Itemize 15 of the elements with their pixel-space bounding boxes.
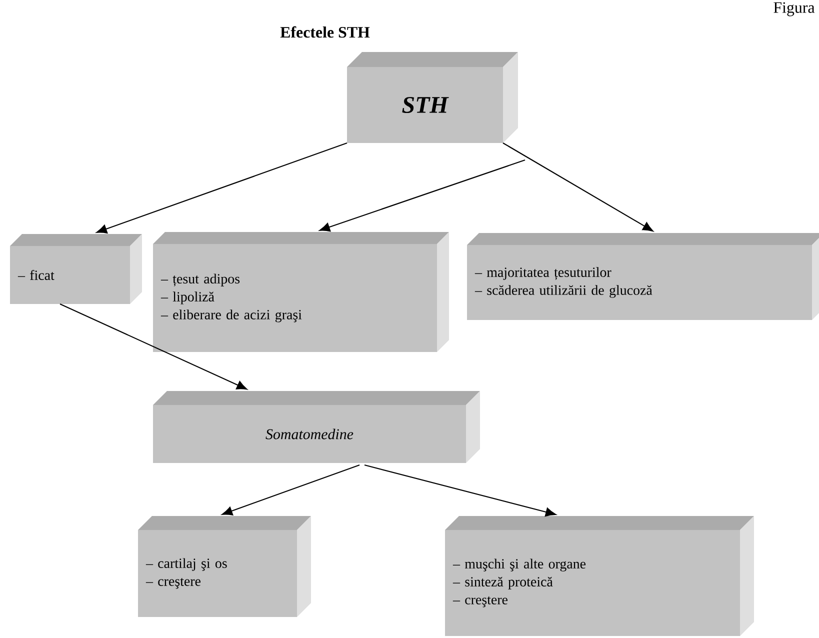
- process-box: STH: [347, 52, 518, 143]
- arrow: [96, 142, 348, 234]
- process-box: – muşchi şi alte organe – sinteză proteică – creştere: [445, 516, 754, 636]
- arrow: [364, 464, 556, 517]
- title: Efectele STH: [280, 26, 370, 38]
- arrow: [319, 159, 526, 232]
- arrow: [60, 304, 248, 390]
- process-box: Somatomedine: [153, 391, 480, 463]
- process-box: – țesut adipos – lipoliză – eliberare de acizi graşi: [153, 232, 449, 352]
- arrow: [222, 464, 360, 516]
- process-box: – majoritatea țesuturilor – scăderea utilizării de glucoză: [467, 233, 819, 320]
- arrow: [502, 142, 654, 232]
- figure-label: Figura: [774, 2, 815, 16]
- process-box: – cartilaj şi os – creştere: [138, 516, 311, 617]
- process-box: – ficat: [10, 234, 142, 304]
